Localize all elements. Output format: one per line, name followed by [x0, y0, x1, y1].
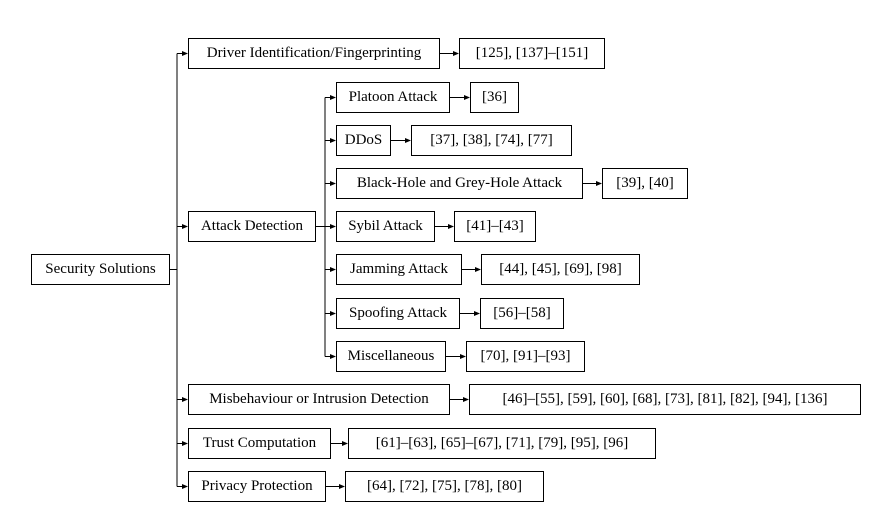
category-trust-computation: Trust Computation [188, 428, 331, 459]
arrowhead-icon [330, 354, 336, 359]
arrowhead-icon [330, 138, 336, 143]
arrowhead-icon [405, 138, 411, 143]
refs-blackhole: [39], [40] [602, 168, 688, 199]
arrowhead-icon [182, 397, 188, 402]
arrowhead-icon [330, 181, 336, 186]
arrowhead-icon [182, 224, 188, 229]
refs-sybil: [41]–[43] [454, 211, 536, 242]
attack-miscellaneous: Miscellaneous [336, 341, 446, 372]
arrowhead-icon [330, 267, 336, 272]
category-privacy-protection: Privacy Protection [188, 471, 326, 502]
arrowhead-icon [596, 181, 602, 186]
refs-miscellaneous: [70], [91]–[93] [466, 341, 585, 372]
attack-blackhole-greyhole: Black-Hole and Grey-Hole Attack [336, 168, 583, 199]
attack-ddos: DDoS [336, 125, 391, 156]
arrowhead-icon [342, 441, 348, 446]
arrowhead-icon [475, 267, 481, 272]
arrowhead-icon [182, 484, 188, 489]
attack-sybil: Sybil Attack [336, 211, 435, 242]
refs-platoon: [36] [470, 82, 519, 113]
root-security-solutions: Security Solutions [31, 254, 170, 285]
arrowhead-icon [330, 224, 336, 229]
arrowhead-icon [474, 311, 480, 316]
attack-jamming: Jamming Attack [336, 254, 462, 285]
arrowhead-icon [330, 95, 336, 100]
refs-trust: [61]–[63], [65]–[67], [71], [79], [95], … [348, 428, 656, 459]
arrowhead-icon [182, 51, 188, 56]
refs-privacy: [64], [72], [75], [78], [80] [345, 471, 544, 502]
arrowhead-icon [463, 397, 469, 402]
refs-driver-identification: [125], [137]–[151] [459, 38, 605, 69]
arrowhead-icon [453, 51, 459, 56]
category-driver-identification: Driver Identification/Fingerprinting [188, 38, 440, 69]
attack-spoofing: Spoofing Attack [336, 298, 460, 329]
arrowhead-icon [460, 354, 466, 359]
arrowhead-icon [448, 224, 454, 229]
category-attack-detection: Attack Detection [188, 211, 316, 242]
arrowhead-icon [182, 441, 188, 446]
arrowhead-icon [339, 484, 345, 489]
refs-ddos: [37], [38], [74], [77] [411, 125, 572, 156]
refs-misbehaviour: [46]–[55], [59], [60], [68], [73], [81],… [469, 384, 861, 415]
arrowhead-icon [330, 311, 336, 316]
arrowhead-icon [464, 95, 470, 100]
attack-platoon: Platoon Attack [336, 82, 450, 113]
refs-spoofing: [56]–[58] [480, 298, 564, 329]
refs-jamming: [44], [45], [69], [98] [481, 254, 640, 285]
category-misbehaviour-detection: Misbehaviour or Intrusion Detection [188, 384, 450, 415]
